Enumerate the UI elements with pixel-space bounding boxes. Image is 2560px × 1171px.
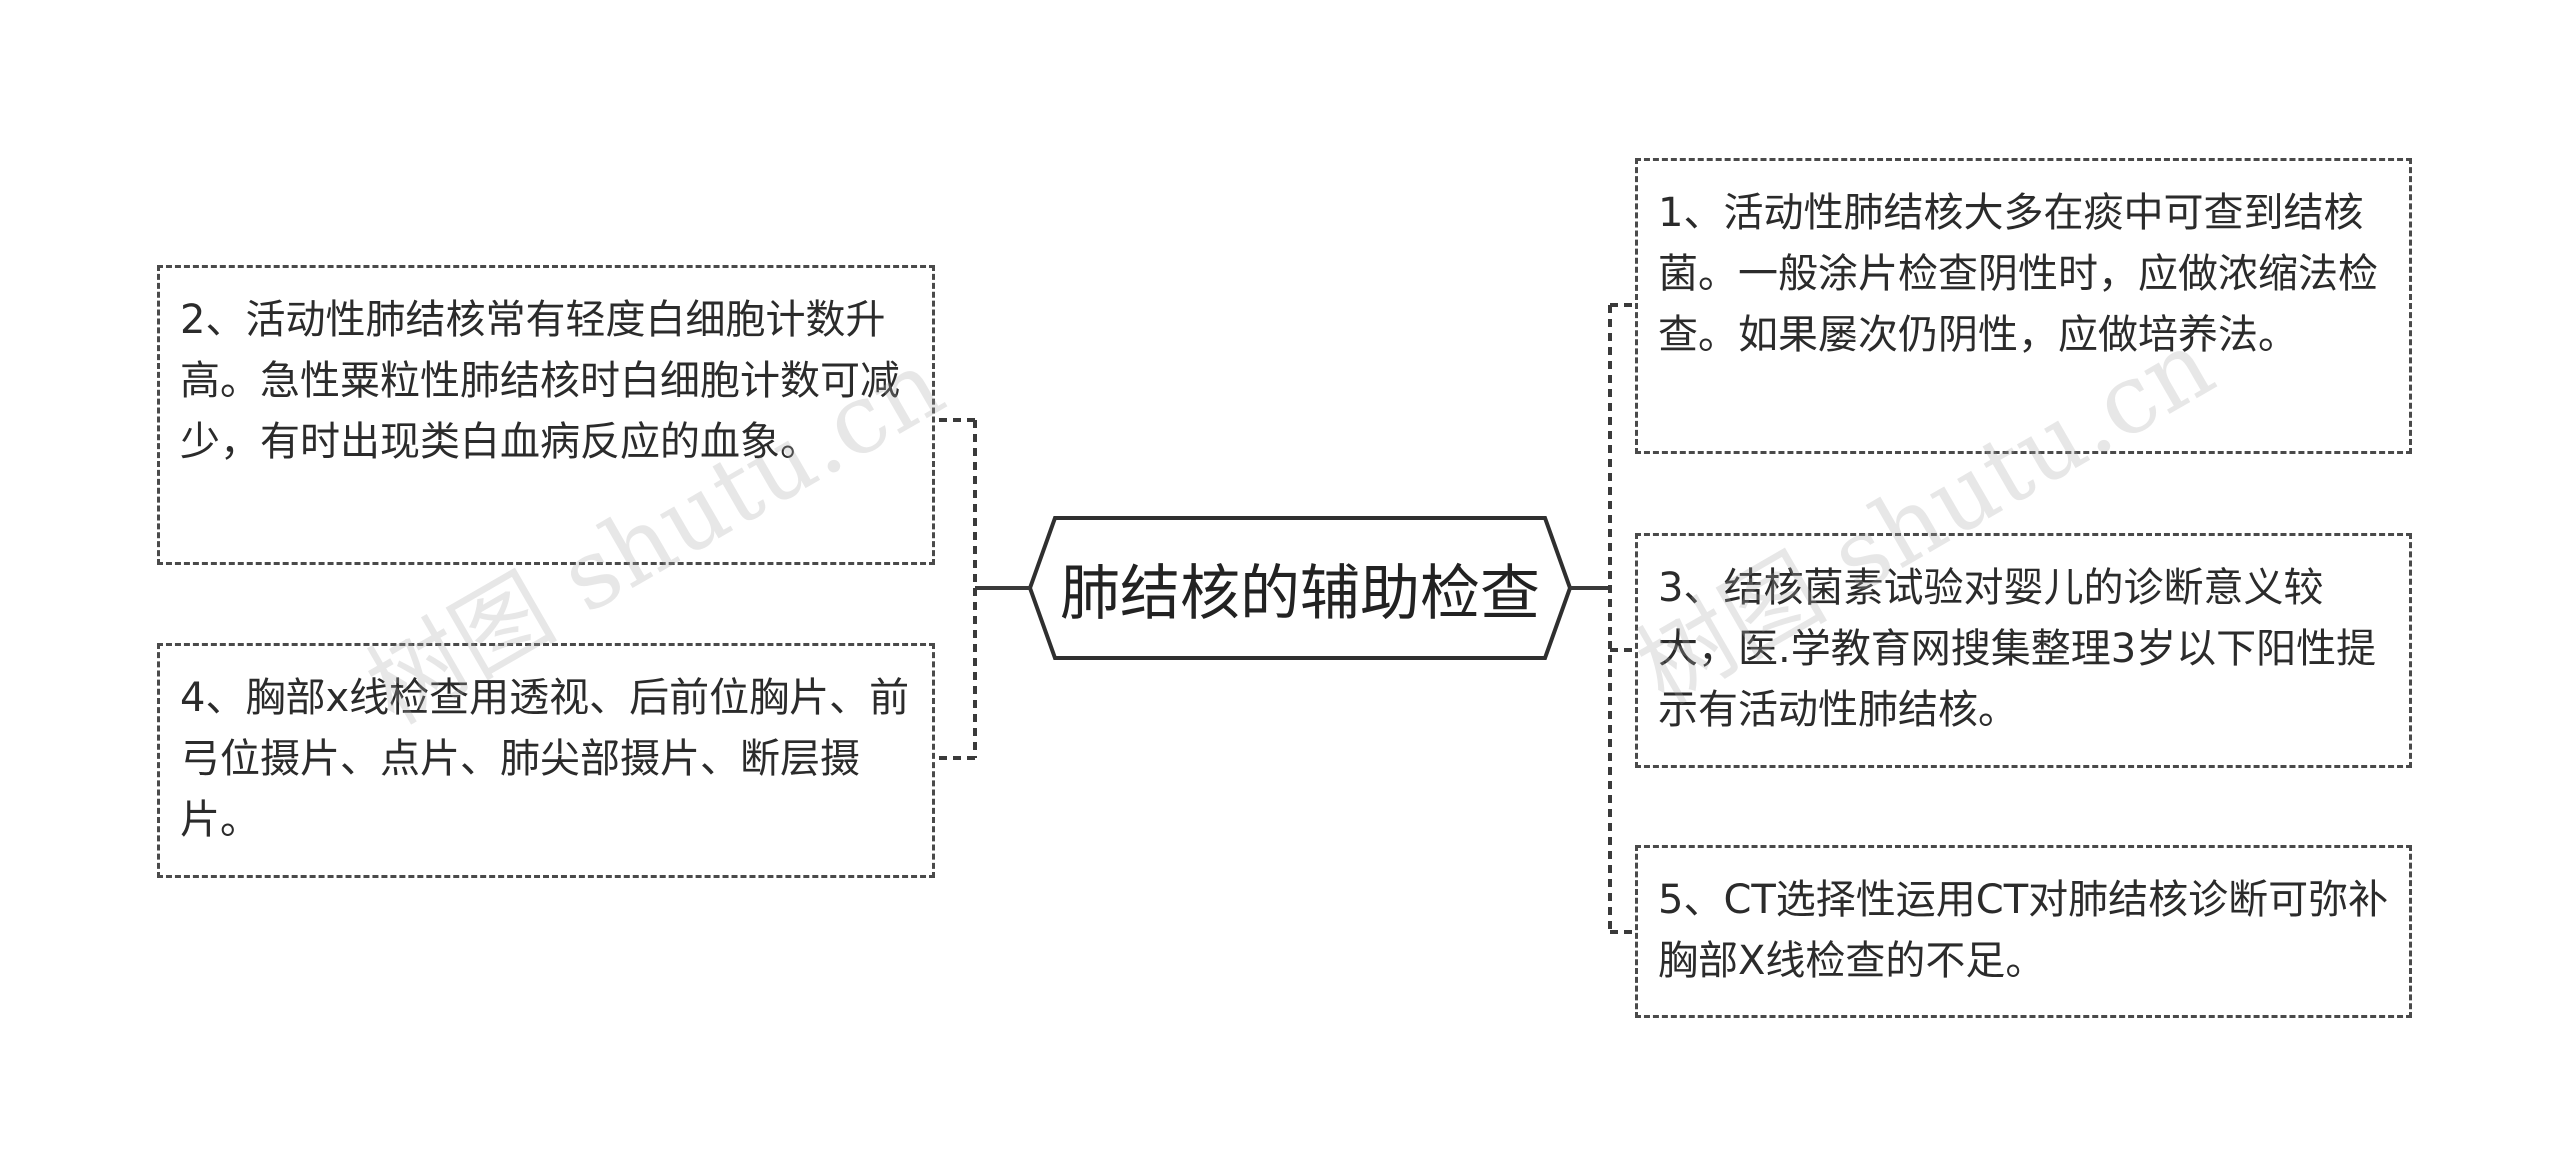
node-ct-exam-text: 5、CT选择性运用CT对肺结核诊断可弥补胸部X线检查的不足。 (1658, 877, 2389, 984)
node-chest-xray-text: 4、胸部x线检查用透视、后前位胸片、前弓位摄片、点片、肺尖部摄片、断层摄片。 (180, 675, 910, 843)
node-white-cell-count-text: 2、活动性肺结核常有轻度白细胞计数升高。急性粟粒性肺结核时白细胞计数可减少，有时… (180, 297, 900, 465)
center-node-title: 肺结核的辅助检查 (1060, 558, 1540, 629)
node-sputum-exam-text: 1、活动性肺结核大多在痰中可查到结核菌。一般涂片检查阴性时，应做浓缩法检查。如果… (1658, 190, 2378, 358)
node-tuberculin-test-text: 3、结核菌素试验对婴儿的诊断意义较大，医.学教育网搜集整理3岁以下阳性提示有活动… (1658, 565, 2377, 733)
right-connector (1570, 303, 1635, 934)
node-chest-xray: 4、胸部x线检查用透视、后前位胸片、前弓位摄片、点片、肺尖部摄片、断层摄片。 (157, 643, 935, 878)
node-white-cell-count: 2、活动性肺结核常有轻度白细胞计数升高。急性粟粒性肺结核时白细胞计数可减少，有时… (157, 265, 935, 565)
node-tuberculin-test: 3、结核菌素试验对婴儿的诊断意义较大，医.学教育网搜集整理3岁以下阳性提示有活动… (1635, 533, 2412, 768)
node-sputum-exam: 1、活动性肺结核大多在痰中可查到结核菌。一般涂片检查阴性时，应做浓缩法检查。如果… (1635, 158, 2412, 454)
left-connector (938, 418, 1030, 760)
node-ct-exam: 5、CT选择性运用CT对肺结核诊断可弥补胸部X线检查的不足。 (1635, 845, 2412, 1018)
